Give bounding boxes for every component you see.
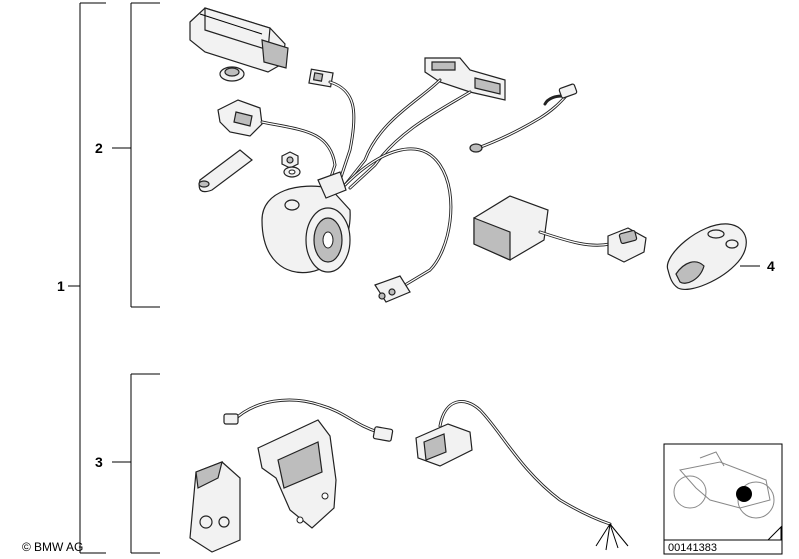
angled-connector [217,99,263,137]
bottom-plug-connector [374,275,411,303]
brand-text: BMW AG [34,540,83,554]
remote-key-fob [666,223,747,290]
mounting-bracket [257,419,337,529]
copyright-symbol: © [22,540,31,554]
battery-pack [189,7,289,73]
bracket-group-1 [68,2,106,554]
alarm-siren [261,171,351,274]
callout-3: 3 [95,454,103,470]
callout-1: 1 [57,278,65,294]
multi-pin-connector [424,57,506,101]
bracket-group-2 [112,2,160,308]
key-sleeve [198,149,253,193]
motorcycle-thumbnail-icon [663,443,783,541]
callout-2: 2 [95,140,103,156]
nut [281,151,299,169]
control-module [473,195,647,263]
grommet [219,66,245,82]
antenna-sensor [469,83,578,153]
small-plug-connector [308,68,334,88]
harness-cable-short [223,398,394,442]
bracket-group-3 [112,373,160,554]
reference-number: 00141383 [668,542,717,554]
mounting-pad [189,461,241,553]
connector-cable-long [415,400,629,551]
callout-4: 4 [767,258,775,274]
washer [283,166,301,178]
location-marker-icon [736,486,752,502]
main-wiring-harness [260,78,472,290]
